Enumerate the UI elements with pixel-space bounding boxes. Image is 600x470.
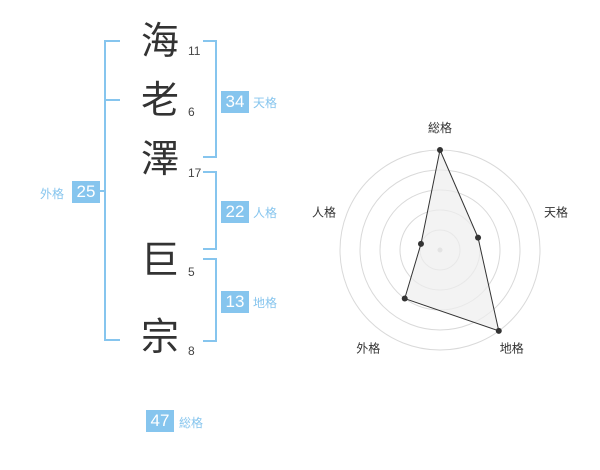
chi-kaku-value: 13 bbox=[221, 291, 249, 313]
ten-kaku-value: 34 bbox=[221, 91, 249, 113]
radar-axis-label-2: 天格 bbox=[544, 204, 568, 219]
radar-point-3 bbox=[495, 327, 502, 334]
stroke-count-3: 17 bbox=[188, 166, 202, 180]
radar-axis-label-5: 人格 bbox=[312, 204, 336, 219]
ten-kaku-label: 天格 bbox=[253, 96, 278, 110]
jin-kaku-value: 22 bbox=[221, 201, 249, 223]
stroke-count-5: 8 bbox=[188, 344, 195, 358]
radar-data-polygon bbox=[404, 148, 500, 332]
sou-kaku-value: 47 bbox=[146, 410, 174, 432]
radar-point-5 bbox=[417, 240, 424, 247]
radar-axis-label-3: 地格 bbox=[500, 341, 524, 356]
gai-kaku-label: 外格 bbox=[40, 187, 65, 201]
jin-kaku-label: 人格 bbox=[253, 206, 278, 220]
stroke-count-1: 11 bbox=[188, 44, 201, 58]
name-char-4: 巨 bbox=[140, 238, 179, 282]
stroke-count-2: 6 bbox=[188, 105, 195, 119]
name-char-1: 海 bbox=[140, 19, 179, 63]
radar-point-1 bbox=[437, 147, 443, 153]
gai-kaku-value: 25 bbox=[72, 181, 100, 203]
name-char-2: 老 bbox=[140, 78, 179, 122]
sou-kaku-label: 総格 bbox=[179, 416, 204, 430]
radar-axis-label-4: 外格 bbox=[356, 341, 380, 356]
name-char-5: 宗 bbox=[140, 315, 179, 359]
name-char-3: 澤 bbox=[140, 137, 179, 181]
radar-axis-label-1: 総格 bbox=[428, 120, 452, 135]
chi-kaku-label: 地格 bbox=[253, 296, 278, 310]
radar-point-4 bbox=[401, 295, 408, 302]
radar-point-2 bbox=[475, 234, 482, 241]
stroke-count-4: 5 bbox=[188, 265, 195, 279]
